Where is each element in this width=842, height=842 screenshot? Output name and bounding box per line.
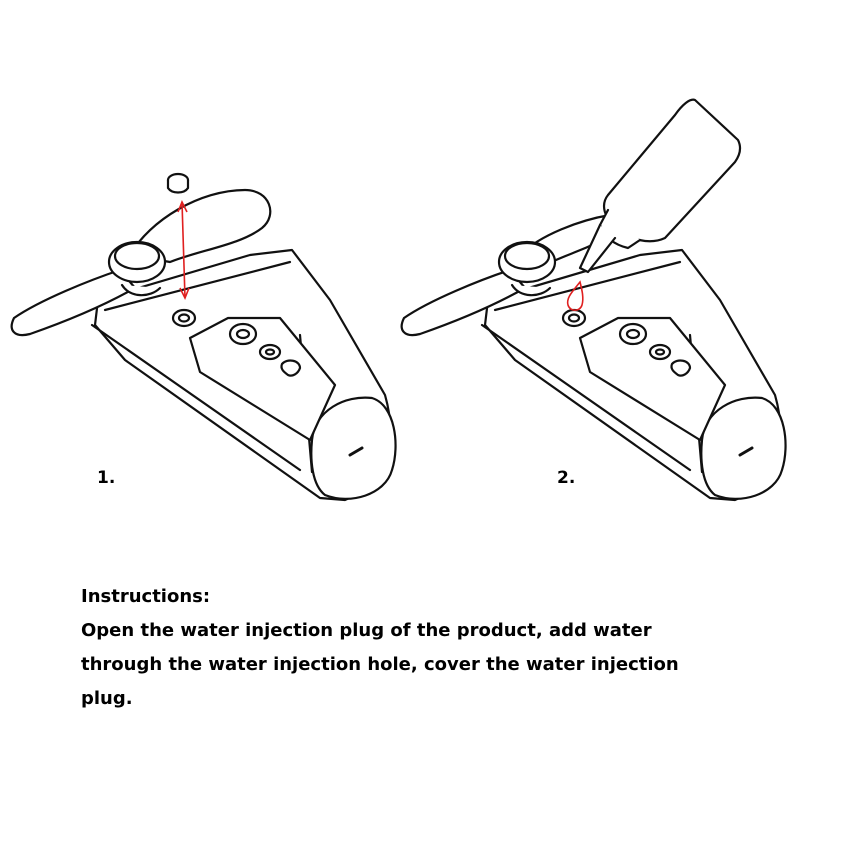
water-injection-hole [561, 308, 587, 328]
water-drop-icon [566, 280, 584, 312]
device-buttons [618, 322, 692, 377]
step-1-label: 1. [97, 468, 116, 488]
instructions-block: Instructions: Open the water injection p… [81, 580, 701, 716]
arrow-icon [177, 200, 190, 300]
step-2-label: 2. [557, 468, 576, 488]
water-plug-icon [166, 172, 190, 194]
instructions-heading: Instructions: [81, 586, 211, 607]
fan-icon [400, 213, 621, 337]
mist-fan-device [90, 248, 397, 502]
water-injection-hole [171, 308, 197, 328]
mist-fan-device [480, 248, 787, 502]
water-bottle-icon [578, 98, 742, 274]
device-buttons [228, 322, 302, 377]
fan-icon [10, 188, 272, 337]
instructions-body: Open the water injection plug of the pro… [81, 620, 679, 709]
